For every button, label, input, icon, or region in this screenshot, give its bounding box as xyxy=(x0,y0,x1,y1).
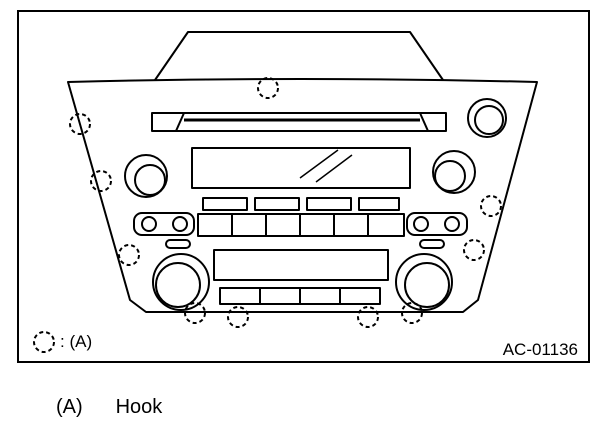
hook-marker xyxy=(69,113,91,135)
hook-marker xyxy=(90,170,112,192)
hook-marker xyxy=(118,244,140,266)
hook-marker xyxy=(357,306,379,328)
caption: (A) Hook xyxy=(56,396,162,419)
top-housing xyxy=(154,31,444,81)
hook-marker xyxy=(227,306,249,328)
figure-frame xyxy=(17,10,590,363)
knob-lower-right xyxy=(395,253,453,311)
caption-text: Hook xyxy=(115,396,163,418)
figure-code: AC-01136 xyxy=(502,340,578,359)
cd-slot xyxy=(151,112,447,132)
eject-knob xyxy=(467,98,507,138)
hook-marker xyxy=(257,77,279,99)
legend-hook-symbol xyxy=(33,331,55,353)
lower-display xyxy=(213,249,389,281)
display-screen xyxy=(191,147,411,189)
hook-marker xyxy=(463,239,485,261)
legend-label: : (A) xyxy=(60,332,93,351)
knob-upper-right xyxy=(432,150,476,194)
faceplate-outline xyxy=(67,78,538,313)
hook-marker xyxy=(480,195,502,217)
caption-label: (A) xyxy=(56,396,83,418)
knob-upper-left xyxy=(124,154,168,198)
hook-marker xyxy=(184,302,206,324)
hook-marker xyxy=(401,302,423,324)
knob-lower-left xyxy=(152,253,210,311)
